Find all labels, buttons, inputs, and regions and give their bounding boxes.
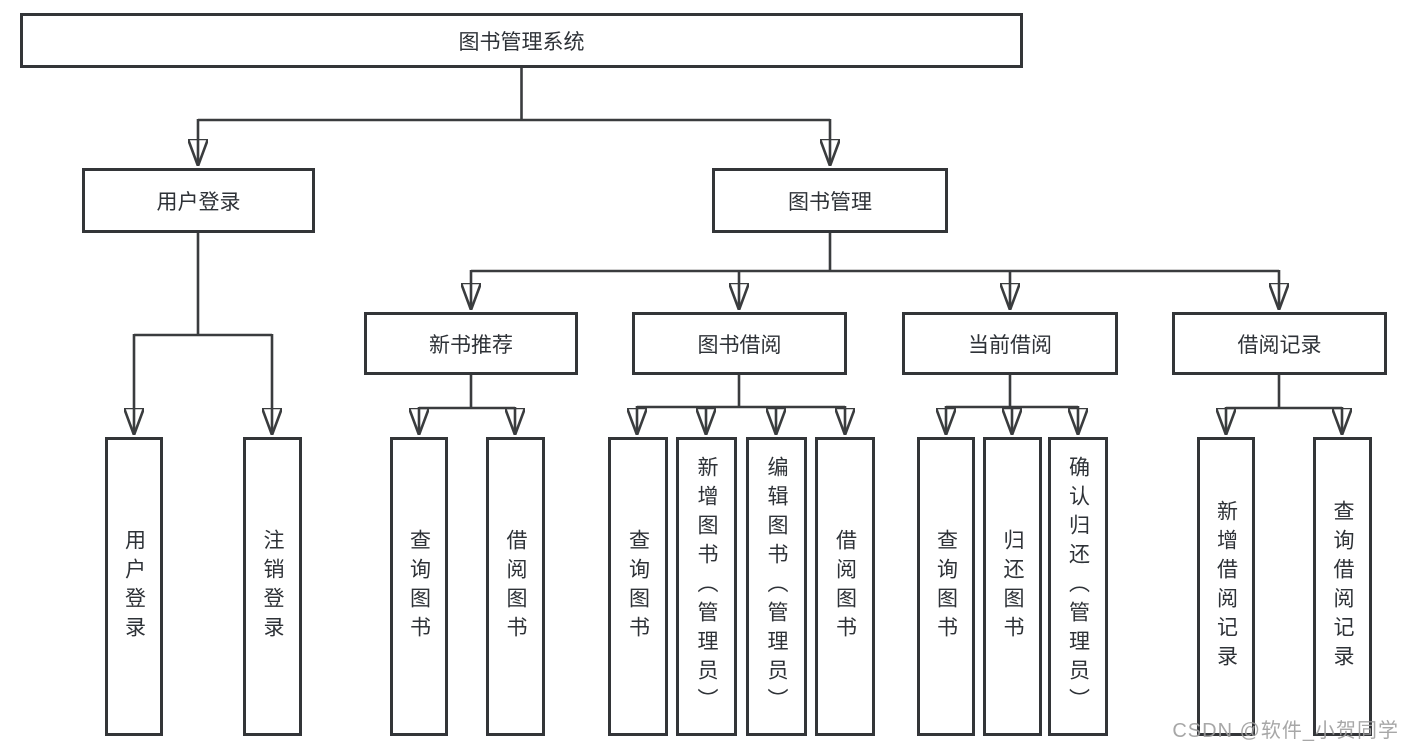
leaf-query-borrow-record: 查询借阅记录 [1313, 437, 1372, 736]
node-label: 编辑图书（管理员） [765, 456, 788, 717]
node-book-borrowing: 图书借阅 [632, 312, 847, 375]
leaf-borrow-books-recommend: 借阅图书 [486, 437, 545, 736]
node-label: 新增图书（管理员） [695, 456, 718, 717]
node-label: 查询图书 [934, 528, 958, 645]
leaf-logout: 注销登录 [243, 437, 302, 736]
node-label: 确认归还（管理员） [1066, 456, 1090, 717]
node-label: 查询图书 [626, 528, 650, 645]
node-label: 注销登录 [261, 528, 284, 645]
leaf-add-borrow-record: 新增借阅记录 [1197, 437, 1255, 736]
node-label: 新书推荐 [429, 333, 513, 357]
leaf-confirm-return-admin: 确认归还（管理员） [1048, 437, 1108, 736]
leaf-return-books: 归还图书 [983, 437, 1042, 736]
node-label: 图书借阅 [697, 333, 782, 357]
node-label: 查询借阅记录 [1331, 499, 1354, 674]
leaf-user-login: 用户登录 [105, 437, 163, 736]
node-label: 新增借阅记录 [1214, 499, 1238, 674]
leaf-query-books-recommend: 查询图书 [390, 437, 448, 736]
node-new-book-recommend: 新书推荐 [364, 312, 578, 375]
leaf-query-books-current: 查询图书 [917, 437, 975, 736]
node-label: 借阅记录 [1237, 333, 1322, 357]
node-book-management: 图书管理 [712, 168, 948, 233]
node-borrowing-records: 借阅记录 [1172, 312, 1387, 375]
node-label: 归还图书 [1001, 528, 1024, 645]
node-label: 当前借阅 [968, 333, 1052, 357]
leaf-add-books-admin: 新增图书（管理员） [676, 437, 737, 736]
node-label: 借阅图书 [833, 528, 857, 645]
node-label: 用户登录 [156, 190, 241, 214]
node-library-system: 图书管理系统 [20, 13, 1023, 68]
leaf-edit-books-admin: 编辑图书（管理员） [746, 437, 807, 736]
node-label: 查询图书 [407, 528, 431, 645]
leaf-query-books-borrow: 查询图书 [608, 437, 668, 736]
node-label: 借阅图书 [504, 528, 527, 645]
node-user-login: 用户登录 [82, 168, 315, 233]
leaf-borrow-books-borrow: 借阅图书 [815, 437, 875, 736]
node-label: 用户登录 [122, 528, 146, 645]
node-current-borrowing: 当前借阅 [902, 312, 1118, 375]
watermark: CSDN @软件_小贺同学 [1172, 720, 1399, 742]
node-label: 图书管理 [788, 190, 872, 214]
node-label: 图书管理系统 [458, 30, 585, 54]
